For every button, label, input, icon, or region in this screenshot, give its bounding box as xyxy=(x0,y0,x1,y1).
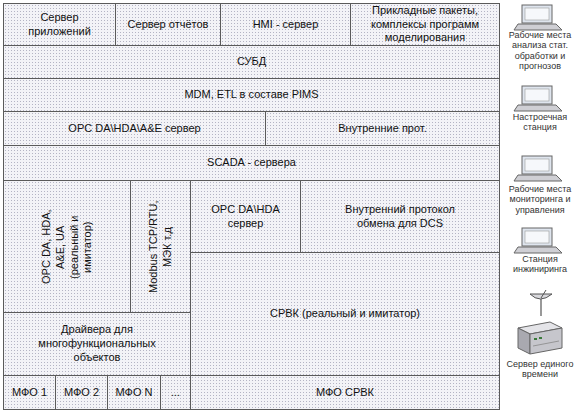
box-label: HMI - сервер xyxy=(253,18,319,32)
box-label: Внутренние прот. xyxy=(338,122,426,136)
layer-box: МФО 1 xyxy=(3,375,56,410)
icon-caption: Станция инжиниринга xyxy=(505,254,575,275)
box-label: МФО СРВК xyxy=(316,386,374,400)
layer-box: Драйвера для многофункциональных объекто… xyxy=(3,312,191,376)
layer-box: МФО 2 xyxy=(55,375,108,410)
layer-box: СУБД xyxy=(3,45,500,79)
box-label: МФО N xyxy=(116,386,153,400)
layer-box: ... xyxy=(160,375,191,410)
layer-box: Внутренние прот. xyxy=(265,111,500,146)
laptop-icon xyxy=(514,228,562,253)
laptop-icon xyxy=(514,156,562,181)
layer-box: СРВК (реальный и имитатор) xyxy=(190,252,500,376)
box-label: OPC DA\HDA сервер xyxy=(195,203,296,231)
box-label: Драйвера для многофункциональных объекто… xyxy=(27,323,167,364)
layer-box: SCADA - сервера xyxy=(3,145,500,181)
box-label: ... xyxy=(171,386,180,400)
layer-box: Сервер отчётов xyxy=(115,3,221,46)
layer-box: МФО СРВК xyxy=(190,375,500,410)
layer-box: OPC DA\HDA\A&E сервер xyxy=(3,111,266,146)
box-label: Сервер отчётов xyxy=(128,18,209,32)
box-label: Modbus TCP/RTU, МЭК т.д xyxy=(147,197,175,297)
layer-box: OPC DA, HDA, A&E, UA (реальный и имитато… xyxy=(3,180,131,313)
box-label: SCADA - сервера xyxy=(207,156,296,170)
antenna-icon xyxy=(530,290,552,316)
layer-box: MDM, ETL в составе PIMS xyxy=(3,78,500,112)
box-label: СУБД xyxy=(237,55,266,69)
layer-box: Внутренний протокол обмена для DCS xyxy=(300,180,500,253)
box-label: OPC DA, HDA, A&E, UA (реальный и имитато… xyxy=(40,208,95,286)
icon-caption: Рабочие места анализа стат. обработки и … xyxy=(505,30,575,71)
laptop-icon xyxy=(514,86,562,111)
server-icon xyxy=(518,322,562,354)
box-label: МФО 2 xyxy=(64,386,99,400)
layer-box: OPC DA\HDA сервер xyxy=(190,180,301,253)
laptop-icon xyxy=(514,5,562,30)
layer-box: Modbus TCP/RTU, МЭК т.д xyxy=(130,180,191,313)
box-label: МФО 1 xyxy=(12,386,47,400)
icon-caption: Рабочие места мониторинга и управления xyxy=(505,184,575,215)
box-label: Прикладные пакеты, комплексы программ мо… xyxy=(365,4,485,45)
box-label: Сервер приложений xyxy=(25,11,95,39)
box-label: СРВК (реальный и имитатор) xyxy=(270,307,420,321)
box-label: OPC DA\HDA\A&E сервер xyxy=(68,122,200,136)
layer-box: Прикладные пакеты, комплексы программ мо… xyxy=(350,3,500,46)
layer-box: HMI - сервер xyxy=(220,3,351,46)
layer-box: МФО N xyxy=(107,375,161,410)
icon-caption: Сервер единого времени xyxy=(505,359,575,380)
box-label: Внутренний протокол обмена для DCS xyxy=(335,203,465,231)
icon-caption: Настроечная станция xyxy=(505,112,575,133)
box-label: MDM, ETL в составе PIMS xyxy=(184,88,318,102)
layer-box: Сервер приложений xyxy=(3,3,116,46)
